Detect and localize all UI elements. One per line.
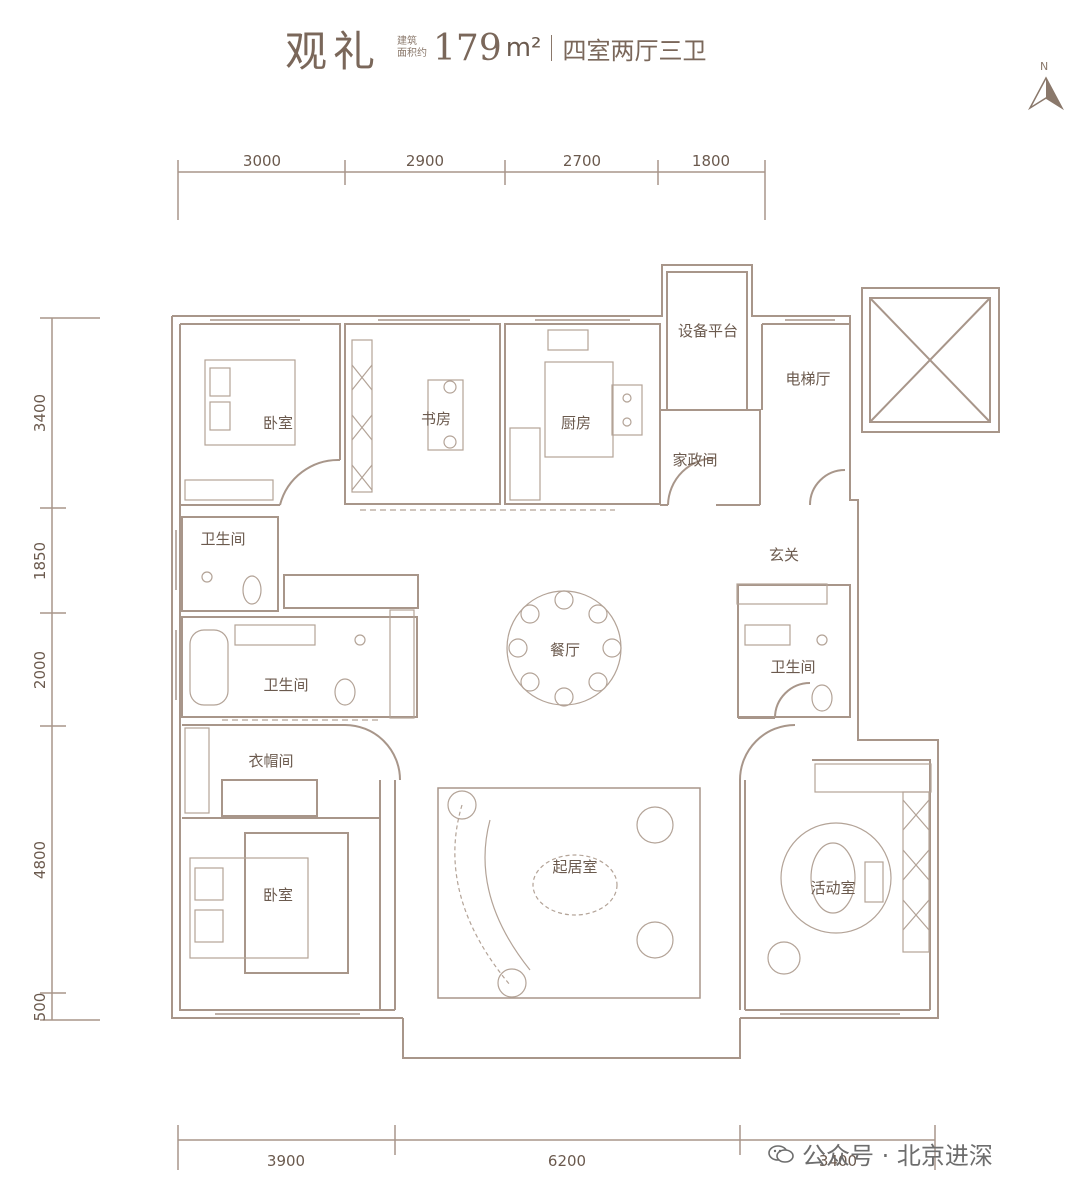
dim-bottom-1: 3900 [267, 1152, 305, 1170]
watermark-text: 公众号 · 北京进深 [802, 1142, 993, 1170]
dim-bottom-2: 6200 [548, 1152, 586, 1170]
compass-icon: N [1028, 60, 1064, 111]
kitchen-fixtures [509, 329, 643, 501]
room-label-activity: 活动室 [810, 879, 855, 897]
room-label-bath-master: 卫生间 [263, 676, 308, 694]
storage-cabinets [184, 339, 932, 953]
sliding-doors [222, 509, 615, 721]
dim-left-3: 2000 [31, 651, 49, 689]
walls [171, 264, 1000, 1059]
bath-fixtures [189, 571, 833, 712]
study-desk [427, 379, 464, 451]
dim-top-1: 3000 [243, 152, 281, 170]
room-label-bedroom-bottom: 卧室 [263, 886, 293, 904]
room-label-dining: 餐厅 [550, 641, 580, 659]
dim-left-1: 3400 [31, 394, 49, 432]
beds [189, 359, 309, 959]
room-label-living: 起居室 [552, 858, 597, 876]
layout-type: 四室两厅三卫 [562, 36, 707, 65]
dim-bottom-3: 3400 [819, 1152, 857, 1170]
room-label-equipment: 设备平台 [678, 322, 738, 340]
dimension-lines-top [177, 160, 766, 220]
watermark: 公众号 · 北京进深 [768, 1136, 993, 1171]
area-value: 179 [433, 27, 502, 69]
dim-left-2: 1850 [31, 542, 49, 580]
plan-title: 观礼 建筑 面积约 179 m² 四室两厅三卫 [285, 18, 706, 78]
room-label-housekeeping: 家政间 [672, 451, 717, 469]
activity-furniture [767, 822, 892, 975]
compass-letter: N [1040, 60, 1048, 73]
dim-top-2: 2900 [406, 152, 444, 170]
dim-left-4: 4800 [31, 841, 49, 879]
dining-table [506, 590, 622, 707]
room-label-study: 书房 [421, 410, 451, 428]
room-label-bedroom-top: 卧室 [263, 414, 293, 432]
area-label: 建筑 面积约 [397, 36, 428, 59]
dimension-lines-left [40, 317, 100, 1021]
living-furniture [447, 790, 674, 998]
room-label-foyer: 玄关 [769, 546, 799, 564]
dim-top-4: 1800 [692, 152, 730, 170]
title-divider [551, 35, 553, 61]
wechat-icon [768, 1144, 794, 1163]
room-label-bath-right: 卫生间 [770, 658, 815, 676]
room-label-bath-left: 卫生间 [200, 530, 245, 548]
dim-left-5: 500 [31, 993, 49, 1022]
dimension-lines-bottom [177, 1125, 936, 1170]
area-unit: m² [505, 33, 542, 63]
room-label-elevator: 电梯厅 [785, 370, 830, 388]
room-label-closet: 衣帽间 [248, 752, 293, 770]
room-label-kitchen: 厨房 [561, 414, 591, 432]
dim-top-3: 2700 [563, 152, 601, 170]
windows [175, 319, 900, 1015]
project-name: 观礼 [285, 26, 382, 76]
